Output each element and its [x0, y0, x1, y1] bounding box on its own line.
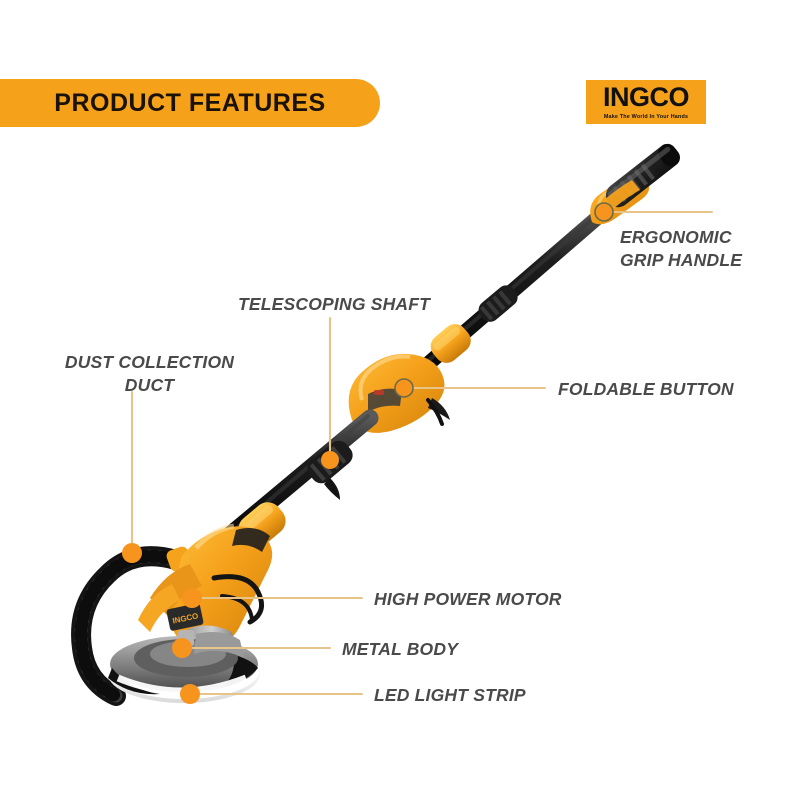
callout-high-power-motor: HIGH POWER MOTOR — [374, 588, 562, 611]
brand-name: INGCO — [602, 81, 690, 112]
callout-line-1: HIGH POWER MOTOR — [374, 589, 562, 609]
callout-line-1: METAL BODY — [342, 639, 459, 659]
product-features-banner: PRODUCT FEATURES — [0, 79, 380, 127]
callout-line-1: DUST COLLECTION — [64, 352, 235, 372]
callout-ergonomic-grip-handle: ERGONOMIC GRIP HANDLE — [620, 226, 742, 272]
callout-line-1: ERGONOMIC — [620, 227, 732, 247]
sanding-disc-head — [108, 630, 260, 703]
callout-line-2: DUCT — [124, 375, 175, 396]
callout-line-2: GRIP HANDLE — [620, 250, 743, 271]
brand-tagline: Make The World In Your Hands — [603, 113, 689, 120]
page-title: PRODUCT FEATURES — [54, 88, 326, 117]
callout-line-1: TELESCOPING SHAFT — [238, 294, 431, 314]
callout-line-1: LED LIGHT STRIP — [374, 685, 526, 705]
ergonomic-grip-handle-part — [590, 143, 681, 225]
callout-line-1: FOLDABLE BUTTON — [558, 379, 734, 399]
ingco-logo: INGCO Make The World In Your Hands — [586, 80, 706, 124]
callout-metal-body: METAL BODY — [342, 638, 458, 661]
callout-foldable-button: FOLDABLE BUTTON — [558, 378, 734, 401]
callout-led-light-strip: LED LIGHT STRIP — [374, 684, 526, 707]
callout-telescoping-shaft: TELESCOPING SHAFT — [238, 293, 430, 316]
callout-dust-collection-duct: DUST COLLECTION DUCT — [62, 351, 237, 397]
